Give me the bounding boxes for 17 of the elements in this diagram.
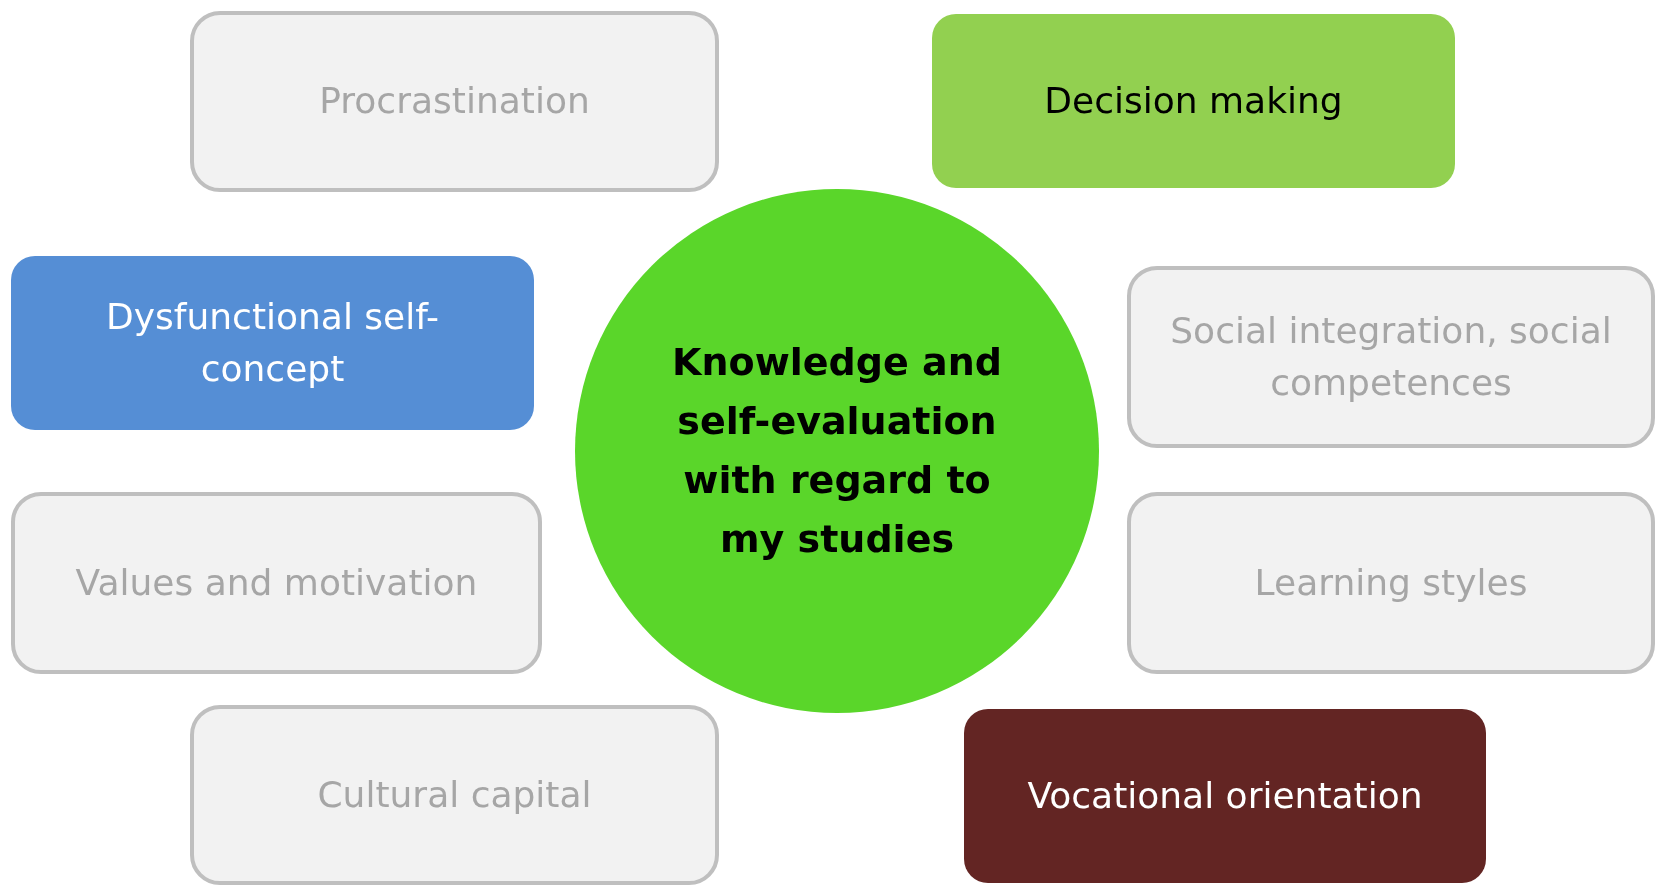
rounded-box	[11, 256, 534, 430]
node-label: Dysfunctional self-concept	[105, 294, 440, 391]
rounded-box	[1127, 266, 1655, 448]
node-label: Vocational orientation	[1027, 773, 1423, 818]
rounded-box	[11, 492, 542, 674]
rounded-box	[932, 14, 1455, 188]
rounded-box	[190, 11, 719, 192]
rounded-box	[1127, 492, 1655, 674]
node-label: Social integration, social competences	[1169, 308, 1613, 405]
node-label: Knowledge and self-evaluation with regard to my studies	[671, 339, 1003, 563]
node-label: Learning styles	[1254, 560, 1528, 605]
node-label: Cultural capital	[317, 772, 592, 817]
rounded-box	[964, 709, 1486, 883]
node-label: Decision making	[1044, 78, 1343, 123]
rounded-box	[190, 705, 719, 885]
node-label: Values and motivation	[75, 560, 478, 605]
node-label: Procrastination	[319, 79, 590, 124]
